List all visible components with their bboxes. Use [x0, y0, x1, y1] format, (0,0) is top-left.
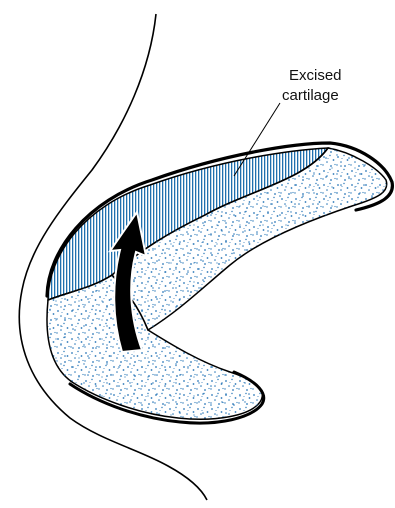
callout-label-cartilage: cartilage [282, 86, 339, 105]
callout-label-excised: Excised [289, 66, 342, 85]
